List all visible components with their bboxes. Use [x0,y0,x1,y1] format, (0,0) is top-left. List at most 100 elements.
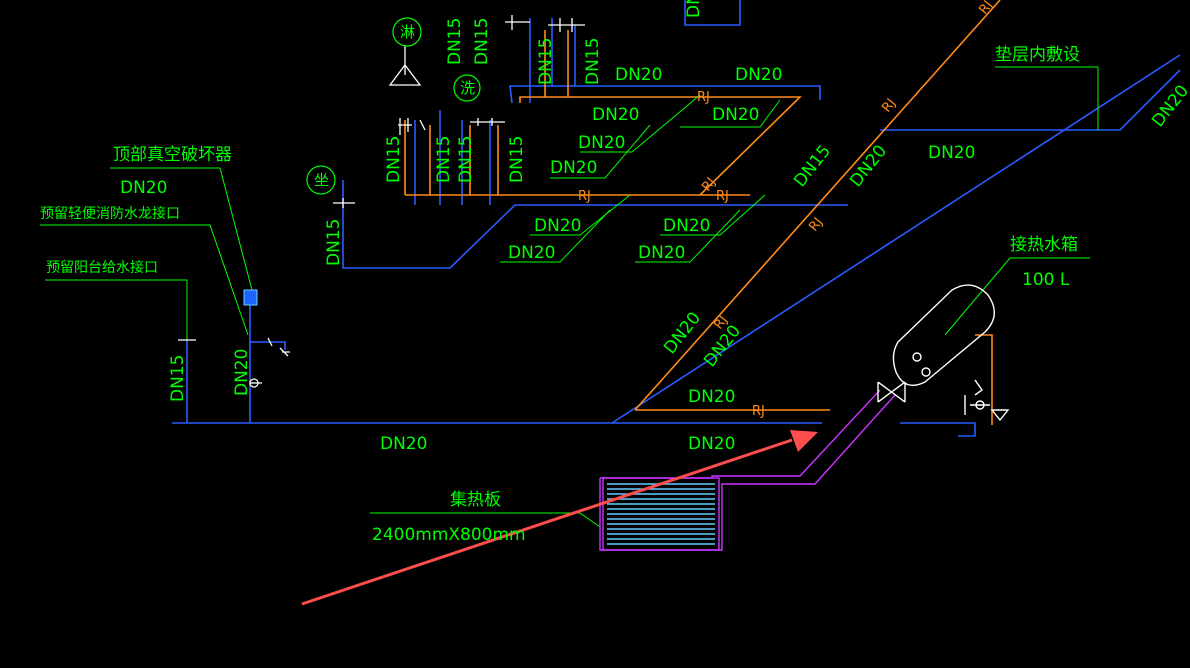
basin-valve-icon [398,118,426,135]
rj-diag-2: RJ [806,215,826,234]
fixtures [178,15,585,388]
dn15-vertical-b4: DN15 [507,136,527,183]
dn20-bath-3: DN20 [578,133,625,153]
red-pointer-arrow [301,430,818,606]
toilet-valve-icon [333,198,355,208]
rj-bath-low: RJ [578,189,591,204]
rj-diag-3: RJ [879,96,899,115]
dn20-bath-5: DN20 [534,216,581,236]
shower-circle-icon [392,17,422,47]
riser-diagonal-main [611,54,1181,424]
solar-collector-panel [607,483,715,545]
vacuum-breaker-icon [243,289,258,306]
dim-line-1 [580,94,701,153]
dn20-bath-7: DN20 [663,216,710,236]
leader-vacuum-breaker [110,167,253,291]
outlet-arrow-icon [990,409,1010,422]
wash-symbol: 洗 [460,79,475,97]
dim-line-5 [660,194,766,236]
dn20-main-left: DN20 [380,434,427,454]
hot-water-pipes [404,0,1001,425]
upper-valve-icon [505,15,585,32]
leader-balcony-supply [45,279,188,340]
top-right-riser [684,0,741,26]
dn15-vertical-b2: DN15 [434,136,454,183]
dn20-upper-right: DN20 [928,143,975,163]
collector-frame [602,477,720,551]
arrowhead-icon [790,430,818,452]
dim-line-4 [500,209,611,263]
dn20-bath-6: DN20 [508,243,555,263]
dn20-top-2: DN20 [735,65,782,85]
dn20-hot-lower: DN20 [688,387,735,407]
dn20-bath-1: DN20 [592,105,639,125]
hot-pipe-diag-mid [519,96,802,196]
dn20-bath-2: DN20 [712,105,759,125]
solar-supply-line [599,394,896,551]
gauge-left-circle-icon [249,378,259,388]
rj-bath-mid: RJ [716,189,729,204]
dn20-top-1: DN20 [615,65,662,85]
valve-cross-icon [877,381,906,403]
dn15-vertical-top1: DN15 [445,18,465,65]
label-heat-tank: 接热水箱 [1010,235,1078,255]
dn20-vertical-left: DN20 [232,349,252,396]
dim-line-2 [550,124,651,179]
label-tank-volume: 100 L [1022,270,1070,290]
branch-to-tap [250,341,286,350]
dim-line-7 [680,99,781,128]
upper-right-pipe [880,69,1181,131]
upper-cold-horizontal [509,85,821,104]
wash-tap-icon [470,118,505,126]
tank-port-lower-icon [921,367,931,377]
leader-fire-interface [40,224,249,336]
dn20-left-top: DN20 [120,178,167,198]
dn15-vertical-b3: DN15 [456,136,476,183]
dim-line-3 [530,194,631,236]
dn20-diag-lower-1: DN20 [660,308,705,358]
cold-water-pipes [172,0,1181,437]
rj-diag-4: RJ [976,0,996,17]
check-valve-icon [964,395,990,415]
dn15-vertical-top3: DN15 [536,38,556,85]
main-cold-pipe-right [900,422,976,437]
hot-water-tank [877,284,1010,422]
dn15-vertical-toilet: DN15 [324,219,344,266]
dn20-bath-4: DN20 [550,158,597,178]
tank-port-upper-icon [912,352,922,362]
leader-heat-tank-diag [944,257,1011,336]
bathroom-branch-low [342,180,450,269]
tank-body-icon [892,284,995,386]
hot-pipe-diagonal [634,0,1001,411]
dn15-diag-mid: DN15 [790,141,835,191]
wash-circle-icon [453,74,481,102]
gauge-icon [975,400,985,410]
label-floor-embedded: 垫层内敷设 [995,45,1080,65]
leader-floor-embedded [995,66,1099,130]
shower-head-icon [388,45,422,86]
label-vacuum-breaker: 顶部真空破坏器 [113,145,232,165]
toilet-circle-icon [306,165,336,195]
bathroom-branch-diag [449,204,848,269]
label-collector: 集热板 [450,490,501,510]
tap-outlet-icon [267,337,290,357]
dn15-vertical-top4: DN15 [583,38,603,85]
fixture-circles [306,17,481,195]
hot-pipe-tank-out [975,334,993,425]
toilet-symbol: 坐 [314,171,329,189]
dn20-bath-8: DN20 [638,243,685,263]
dn15-vertical-top2: DN15 [472,18,492,65]
solar-loop [599,389,896,551]
label-collector-size: 2400mmX800mm [372,525,526,545]
shower-symbol: 淋 [400,23,415,41]
label-fire-interface: 预留轻便消防水龙接口 [40,205,180,222]
dn15-vertical-top5: DN15 [684,0,704,18]
float-valve-icon [974,379,983,396]
leader-lines [40,66,1099,528]
dn15-vertical-left: DN15 [168,355,188,402]
rj-lower: RJ [752,404,765,419]
rj-top: RJ [697,90,710,105]
dn15-vertical-b1: DN15 [384,136,404,183]
label-balcony-supply: 预留阳台给水接口 [46,259,158,276]
